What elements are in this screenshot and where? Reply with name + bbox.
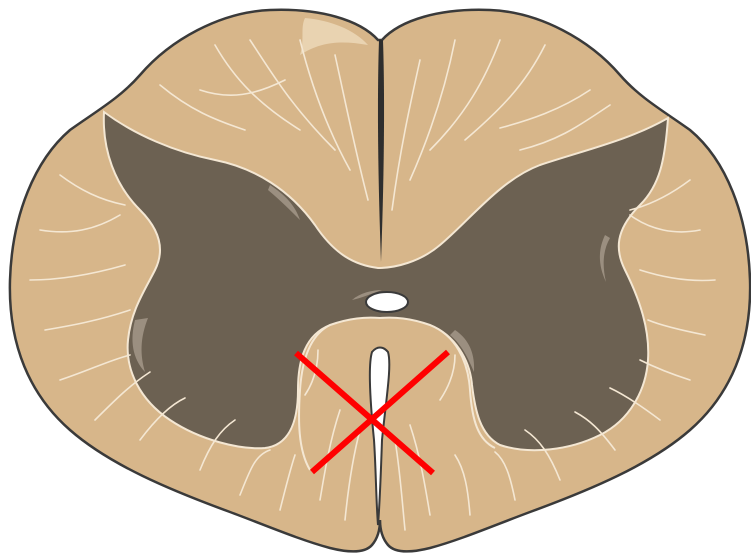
central-canal — [366, 292, 408, 312]
